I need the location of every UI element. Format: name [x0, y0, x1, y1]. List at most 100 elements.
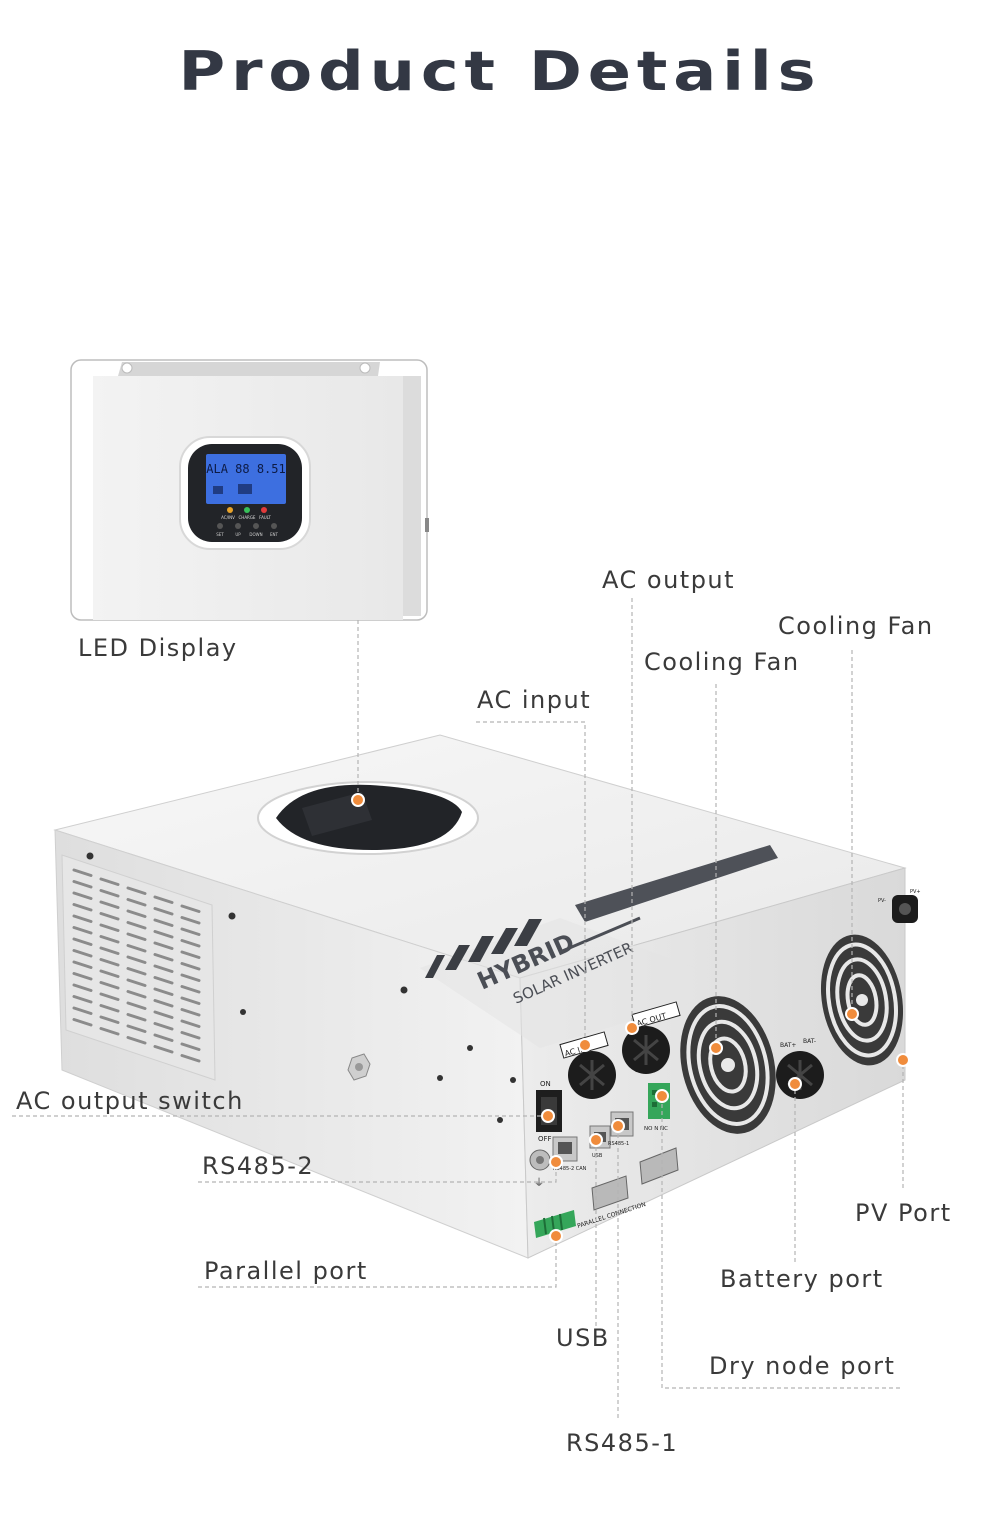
- vent-slot: [99, 946, 120, 955]
- svg-text:ON: ON: [540, 1080, 551, 1088]
- vent-slot: [180, 1019, 201, 1028]
- vent-slot: [180, 939, 201, 948]
- vent-slot: [126, 978, 147, 987]
- ground-icon: ⏚: [534, 1177, 544, 1189]
- vent-slot: [180, 1008, 201, 1017]
- vent-slot: [153, 964, 174, 973]
- vent-slot: [99, 923, 120, 932]
- label-cooling-fan-2: Cooling Fan: [644, 648, 800, 676]
- vent-slot: [126, 909, 147, 918]
- svg-text:USB: USB: [592, 1153, 603, 1159]
- vent-slot: [126, 955, 147, 964]
- svg-text:PV+: PV+: [910, 889, 921, 895]
- vent-slot: [99, 1027, 120, 1036]
- label-pv-port: PV Port: [855, 1199, 952, 1227]
- vent-slot: [126, 944, 147, 953]
- label-dry-node-port: Dry node port: [709, 1352, 896, 1380]
- vent-slot: [72, 960, 93, 969]
- vent-slot: [153, 930, 174, 939]
- vent-slot: [72, 949, 93, 958]
- vent-slot: [126, 886, 147, 895]
- vent-slot: [180, 973, 201, 982]
- vent-slot: [153, 1010, 174, 1019]
- vent-slot: [72, 880, 93, 889]
- vent-slot: [99, 958, 120, 967]
- vent-slot: [180, 1042, 201, 1051]
- vent-slot: [153, 918, 174, 927]
- vent-slot: [180, 985, 201, 994]
- svg-text:RS485-2 CAN: RS485-2 CAN: [553, 1166, 587, 1172]
- label-battery-port: Battery port: [720, 1265, 884, 1293]
- vent-slot: [180, 916, 201, 925]
- vent-slot: [180, 1054, 201, 1063]
- vent-slot: [126, 990, 147, 999]
- svg-text:CHARGE: CHARGE: [239, 515, 256, 520]
- vent-slot: [72, 914, 93, 923]
- vent-slot: [153, 999, 174, 1008]
- pv-port-icon: PV- PV+: [878, 889, 921, 923]
- vent-slot: [153, 941, 174, 950]
- vent-slot: [180, 996, 201, 1005]
- vent-slot: [72, 903, 93, 912]
- label-rs485-1: RS485-1: [566, 1429, 679, 1457]
- vent-slot: [153, 976, 174, 985]
- vent-slot: [99, 889, 120, 898]
- vent-slot: [153, 1022, 174, 1031]
- vent-slot: [99, 877, 120, 886]
- vent-slot: [153, 1045, 174, 1054]
- label-led-display: LED Display: [78, 634, 238, 662]
- vent-slot: [153, 895, 174, 904]
- vent-slot: [180, 950, 201, 959]
- parallel-terminal: [534, 1210, 576, 1238]
- svg-text:BAT-: BAT-: [803, 1038, 816, 1045]
- vent-slot: [99, 969, 120, 978]
- indicator-led-icon: [261, 507, 267, 513]
- vent-slot: [72, 937, 93, 946]
- lcd-text: ALA 88 8.51: [206, 462, 285, 476]
- vent-slot: [153, 907, 174, 916]
- svg-text:FAULT: FAULT: [259, 515, 271, 520]
- page-title: Product Details: [178, 40, 822, 103]
- vent-slot: [72, 983, 93, 992]
- button-icon: [253, 523, 259, 529]
- svg-text:BAT+: BAT+: [780, 1042, 796, 1049]
- vent-slot: [126, 932, 147, 941]
- indicator-led-icon: [227, 507, 233, 513]
- callout-dots: [351, 793, 910, 1243]
- svg-text:PV-: PV-: [878, 898, 886, 904]
- vent-slot: [153, 953, 174, 962]
- inverter-device: HYBRID SOLAR INVERTER ON OFF: [53, 734, 921, 1259]
- vent-slot: [126, 1001, 147, 1010]
- vent-slot: [99, 935, 120, 944]
- button-icon: [271, 523, 277, 529]
- svg-text:NO N NC: NO N NC: [644, 1126, 668, 1132]
- label-ac-output-switch: AC output switch: [16, 1087, 244, 1115]
- side-vent: [61, 854, 216, 1081]
- svg-text:AC/INV: AC/INV: [221, 515, 235, 520]
- label-ac-input: AC input: [477, 686, 592, 714]
- label-rs485-2: RS485-2: [202, 1152, 315, 1180]
- vent-slot: [99, 1004, 120, 1013]
- vent-slot: [126, 1024, 147, 1033]
- vent-slot: [72, 926, 93, 935]
- label-ac-output: AC output: [602, 566, 736, 594]
- svg-text:UP: UP: [235, 532, 241, 537]
- vent-slot: [99, 981, 120, 990]
- vent-slot: [99, 992, 120, 1001]
- vent-slot: [153, 1033, 174, 1042]
- led-display-inset: ALA 88 8.51 AC/INV CHARGE FAULT SET UP D…: [70, 359, 429, 621]
- vent-slot: [126, 1036, 147, 1045]
- vent-slot: [180, 904, 201, 913]
- label-cooling-fan-1: Cooling Fan: [778, 612, 934, 640]
- indicator-led-icon: [244, 507, 250, 513]
- vent-slot: [72, 995, 93, 1004]
- svg-text:ENT: ENT: [270, 532, 279, 537]
- vent-slot: [72, 1018, 93, 1027]
- vent-slot: [72, 1006, 93, 1015]
- battery-port-icon: BAT+ BAT-: [776, 1038, 824, 1099]
- vent-slot: [126, 898, 147, 907]
- vent-slot: [153, 987, 174, 996]
- vent-slot: [126, 967, 147, 976]
- lcd-screen: [206, 454, 286, 504]
